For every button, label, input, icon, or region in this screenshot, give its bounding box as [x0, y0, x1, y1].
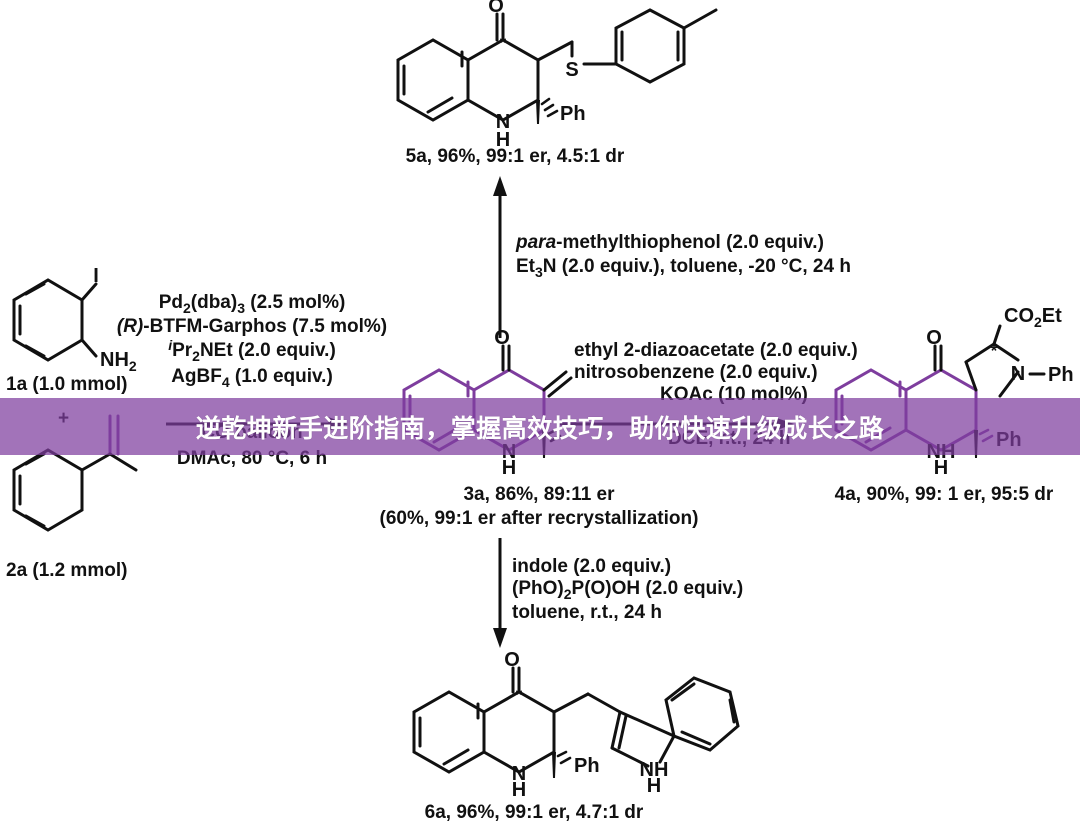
- product-3a-label-line2: (60%, 99:1 er after recrystallization): [380, 508, 699, 529]
- down-condition-line1: indole (2.0 equiv.): [512, 556, 671, 577]
- oxygen-label-3a: O: [494, 327, 510, 349]
- product-6a-structure: O N H * Ph NH H: [412, 649, 740, 801]
- stereocenter-6a: *: [516, 687, 523, 704]
- indole-nh-label-6a: NH: [640, 759, 669, 781]
- arrow-up-to-5a: [493, 176, 507, 338]
- sulfur-label-5a: S: [565, 59, 578, 81]
- amine-label-1a: NH2: [100, 349, 137, 374]
- nh-hydrogen-6a: H: [512, 779, 526, 801]
- nh-hydrogen-4a: H: [934, 457, 948, 479]
- nh-hydrogen-3a: H: [502, 457, 516, 479]
- oxygen-label-4a: O: [926, 327, 942, 349]
- starting-material-2a-label: 2a (1.2 mmol): [6, 560, 127, 581]
- oxygen-label-6a: O: [504, 649, 520, 671]
- indole-nh-hydrogen-6a: H: [647, 775, 661, 797]
- starting-material-1a-structure: I NH2: [12, 265, 137, 374]
- product-4a-label: 4a, 90%, 99: 1 er, 95:5 dr: [835, 484, 1054, 505]
- product-6a-label: 6a, 96%, 99:1 er, 4.7:1 dr: [425, 802, 644, 823]
- promo-banner[interactable]: 逆乾坤新手进阶指南，掌握高效技巧，助你快速升级成长之路: [0, 398, 1080, 455]
- main-condition-line4: AgBF4 (1.0 equiv.): [171, 366, 333, 390]
- product-5a-structure: O N H * Ph S: [396, 0, 718, 151]
- ester-label-4a: CO2Et: [1004, 305, 1062, 330]
- product-3a-label-line1: 3a, 86%, 89:11 er: [463, 484, 615, 505]
- starting-material-1a-label: 1a (1.0 mmol): [6, 374, 127, 395]
- stereocenter-4a: *: [991, 343, 998, 360]
- nh-hydrogen-5a: H: [496, 129, 510, 151]
- phenyl-label-5a: Ph: [560, 103, 586, 125]
- promo-banner-text: 逆乾坤新手进阶指南，掌握高效技巧，助你快速升级成长之路: [195, 413, 885, 443]
- up-condition-line1: para-methylthiophenol (2.0 equiv.): [515, 232, 824, 253]
- product-5a-label: 5a, 96%, 99:1 er, 4.5:1 dr: [406, 146, 625, 167]
- nitrogen-label-4a: N: [1011, 363, 1025, 385]
- right-condition-line1: ethyl 2-diazoacetate (2.0 equiv.): [574, 340, 858, 361]
- down-condition-line3: toluene, r.t., 24 h: [512, 602, 662, 623]
- oxygen-label-5a: O: [488, 0, 504, 17]
- nitrogen-label-5a: N: [496, 111, 510, 133]
- main-condition-line2: (R)-BTFM-Garphos (7.5 mol%): [117, 316, 387, 337]
- phenyl-label-6a: Ph: [574, 755, 600, 777]
- right-condition-line2: nitrosobenzene (2.0 equiv.): [574, 362, 818, 383]
- down-condition-line2: (PhO)2P(O)OH (2.0 equiv.): [512, 578, 743, 602]
- iodine-label-1a: I: [93, 265, 99, 287]
- main-condition-line3: iPr2NEt (2.0 equiv.): [168, 337, 336, 364]
- stereocenter-5a: *: [500, 35, 507, 52]
- n-phenyl-label-4a: Ph: [1048, 364, 1074, 386]
- main-condition-line1: Pd2(dba)3 (2.5 mol%): [159, 292, 346, 316]
- up-condition-line2: Et3N (2.0 equiv.), toluene, -20 °C, 24 h: [516, 256, 851, 280]
- arrow-down-to-6a: [493, 538, 507, 648]
- nitrogen-label-6a: N: [512, 763, 526, 785]
